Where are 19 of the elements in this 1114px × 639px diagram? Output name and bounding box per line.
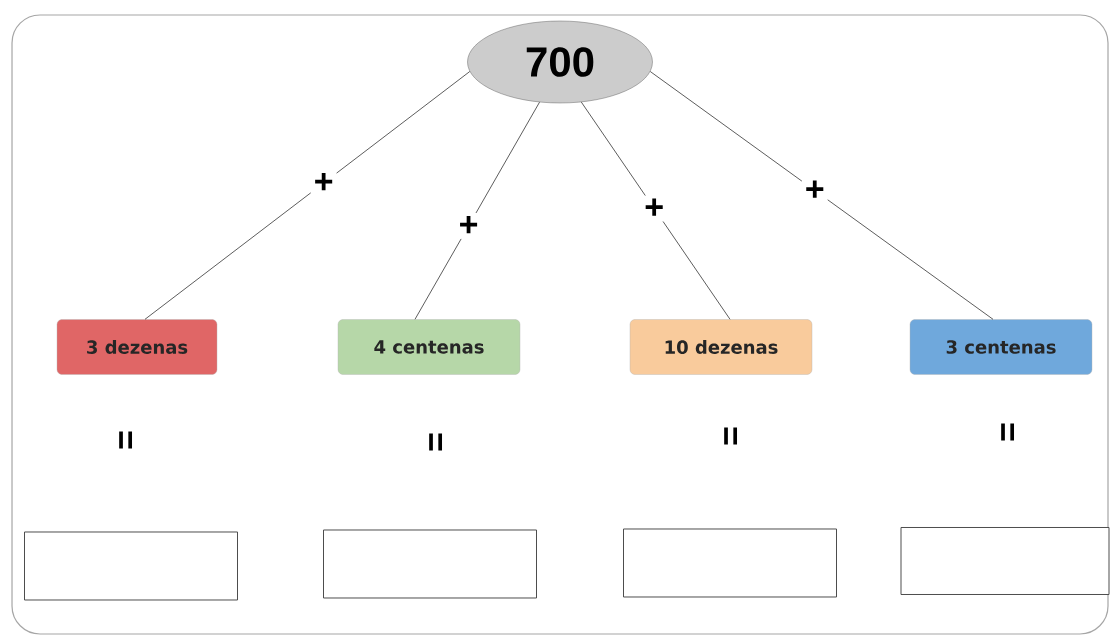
edge-label: + (455, 212, 482, 239)
edge-label: + (310, 170, 337, 196)
label-box: 3 dezenas (56, 319, 218, 375)
label-box: 4 centenas (337, 319, 521, 375)
connector-line (580, 101, 731, 320)
answer-box (323, 529, 537, 599)
equals-sign: = (1001, 423, 1014, 441)
label-box: 10 dezenas (629, 319, 813, 375)
equals-sign: = (724, 427, 737, 445)
answer-box (900, 527, 1110, 595)
answer-box (623, 528, 837, 598)
equals-sign: = (429, 433, 442, 451)
answer-box (24, 531, 238, 601)
edge-label: + (801, 177, 828, 204)
connector-line (144, 71, 471, 320)
label-box: 3 centenas (909, 319, 1093, 375)
equals-sign: = (119, 431, 132, 449)
edge-label: + (641, 195, 668, 222)
connector-line (649, 71, 994, 320)
